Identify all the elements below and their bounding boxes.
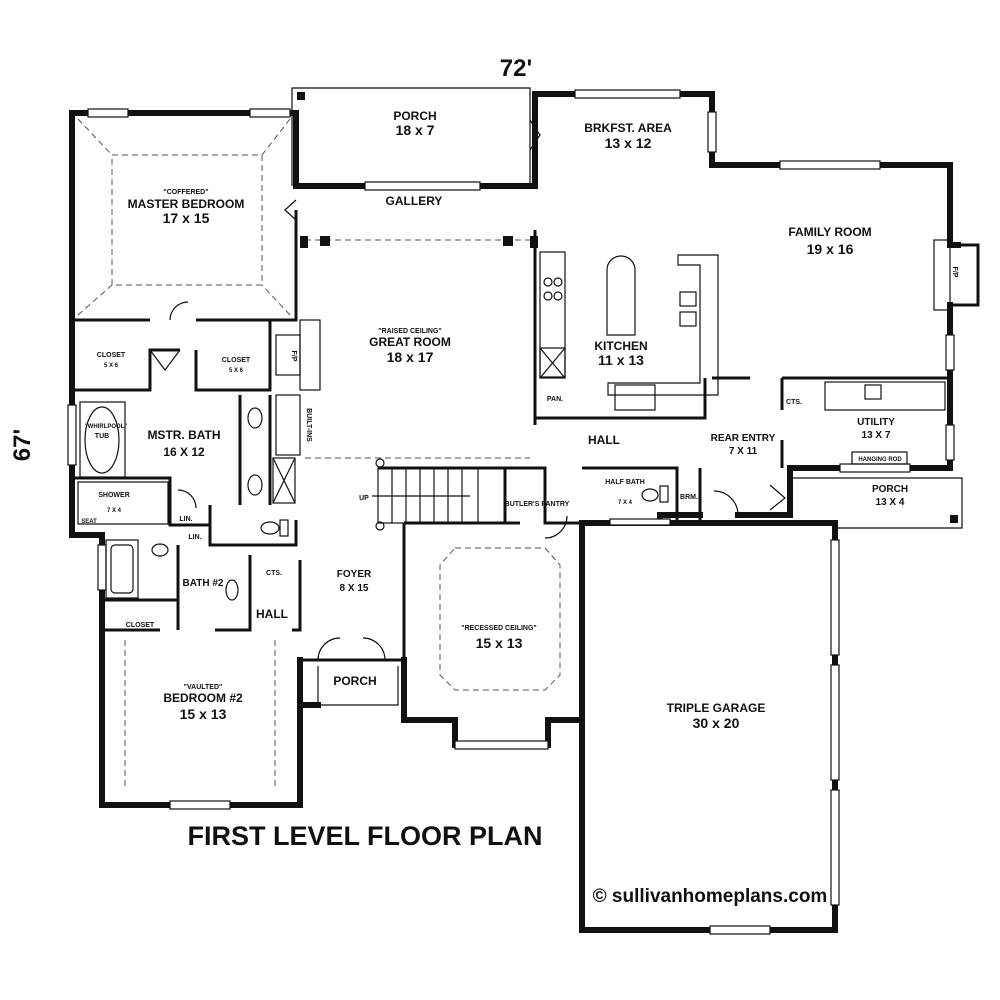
closet-2-size: 5 X 6 [229,368,244,374]
porch-front-name: PORCH [393,109,436,123]
foyer-name: FOYER [337,569,372,580]
shower-size: 7 X 4 [107,508,122,514]
lin-1-label: LIN. [179,516,192,523]
great-room-note: "RAISED CEILING" [378,328,441,335]
dining-note: "RECESSED CEILING" [461,625,536,632]
cts-hall-label: CTS. [266,570,282,577]
family-room-size: 19 x 16 [807,241,854,257]
fp-great-label: F/P [290,351,297,362]
room-labels: PORCH 18 x 7 BRKFST. AREA 13 x 12 FAMILY… [81,109,958,731]
master-bedroom-note: "COFFERED" [163,189,208,196]
whirlpool-note: "WHIRLPOOL" [85,424,128,430]
cts-utility-label: CTS. [786,399,802,406]
bedroom-2-name: BEDROOM #2 [163,691,243,705]
whirlpool-name: TUB [95,433,109,440]
garage-size: 30 x 20 [693,715,740,731]
overall-depth-label: 67' [9,429,36,461]
fixtures [77,119,946,661]
utility-size: 13 X 7 [862,430,891,441]
half-bath-size: 7 X 4 [618,500,633,506]
foyer-size: 8 X 15 [340,583,369,594]
mstr-bath-size: 16 X 12 [163,445,205,459]
mstr-bath-name: MSTR. BATH [147,428,220,442]
bedroom-2-note: "VAULTED" [184,684,223,691]
ceiling-lines [77,118,561,790]
porch-front-size: 18 x 7 [396,122,435,138]
porch-entry-name: PORCH [333,674,376,688]
hall-center-name: HALL [588,433,620,447]
brkfst-area-size: 13 x 12 [605,135,652,151]
great-room-size: 18 x 17 [387,349,434,365]
closet-1-size: 5 X 6 [104,363,119,369]
closet-2-name: CLOSET [222,357,251,364]
built-ins-label: BUILT-INS [305,408,312,442]
half-bath-name: HALF BATH [605,479,645,486]
porch-rear-name: PORCH [872,484,908,495]
copyright-credit: © sullivanhomeplans.com [593,886,828,907]
up-label: UP [359,495,369,502]
gallery-name: GALLERY [386,194,443,208]
hall-left-label: HALL [256,607,288,621]
family-room-name: FAMILY ROOM [788,225,871,239]
dimension-labels: 72' 67' [9,55,532,461]
pan-label: PAN. [547,396,563,403]
overall-width-label: 72' [500,55,532,82]
porch-outlines [291,87,980,706]
butlers-pantry-name: BUTLER'S PANTRY [505,501,570,508]
garage-name: TRIPLE GARAGE [667,701,766,715]
great-room-name: GREAT ROOM [369,335,451,349]
brkfst-area-name: BRKFST. AREA [584,121,672,135]
kitchen-size: 11 x 13 [598,352,644,368]
closet-3-label: CLOSET [126,622,155,629]
closet-1-name: CLOSET [97,352,126,359]
seat-label: SEAT [81,519,97,525]
porch-rear-size: 13 X 4 [876,497,905,508]
shower-name: SHOWER [98,492,130,499]
lin-2-label: LIN. [188,534,201,541]
bedroom-2-size: 15 x 13 [180,706,227,722]
hanging-rod-label: HANGING ROD [858,457,902,463]
utility-name: UTILITY [857,417,895,428]
master-bedroom-size: 17 x 15 [163,210,210,226]
dining-size: 15 x 13 [476,635,523,651]
rear-entry-size: 7 X 11 [729,446,758,457]
brm-label: BRM. [680,494,698,501]
rear-entry-name: REAR ENTRY [711,433,776,444]
plan-title: FIRST LEVEL FLOOR PLAN [187,821,542,851]
kitchen-name: KITCHEN [594,339,647,353]
interior-walls [72,210,950,662]
plan-captions: FIRST LEVEL FLOOR PLAN © sullivanhomepla… [187,821,827,907]
fp-family-label: F/P [951,267,958,278]
master-bedroom-name: MASTER BEDROOM [128,197,245,211]
bath-2-label: BATH #2 [183,578,224,589]
windows [67,89,955,935]
